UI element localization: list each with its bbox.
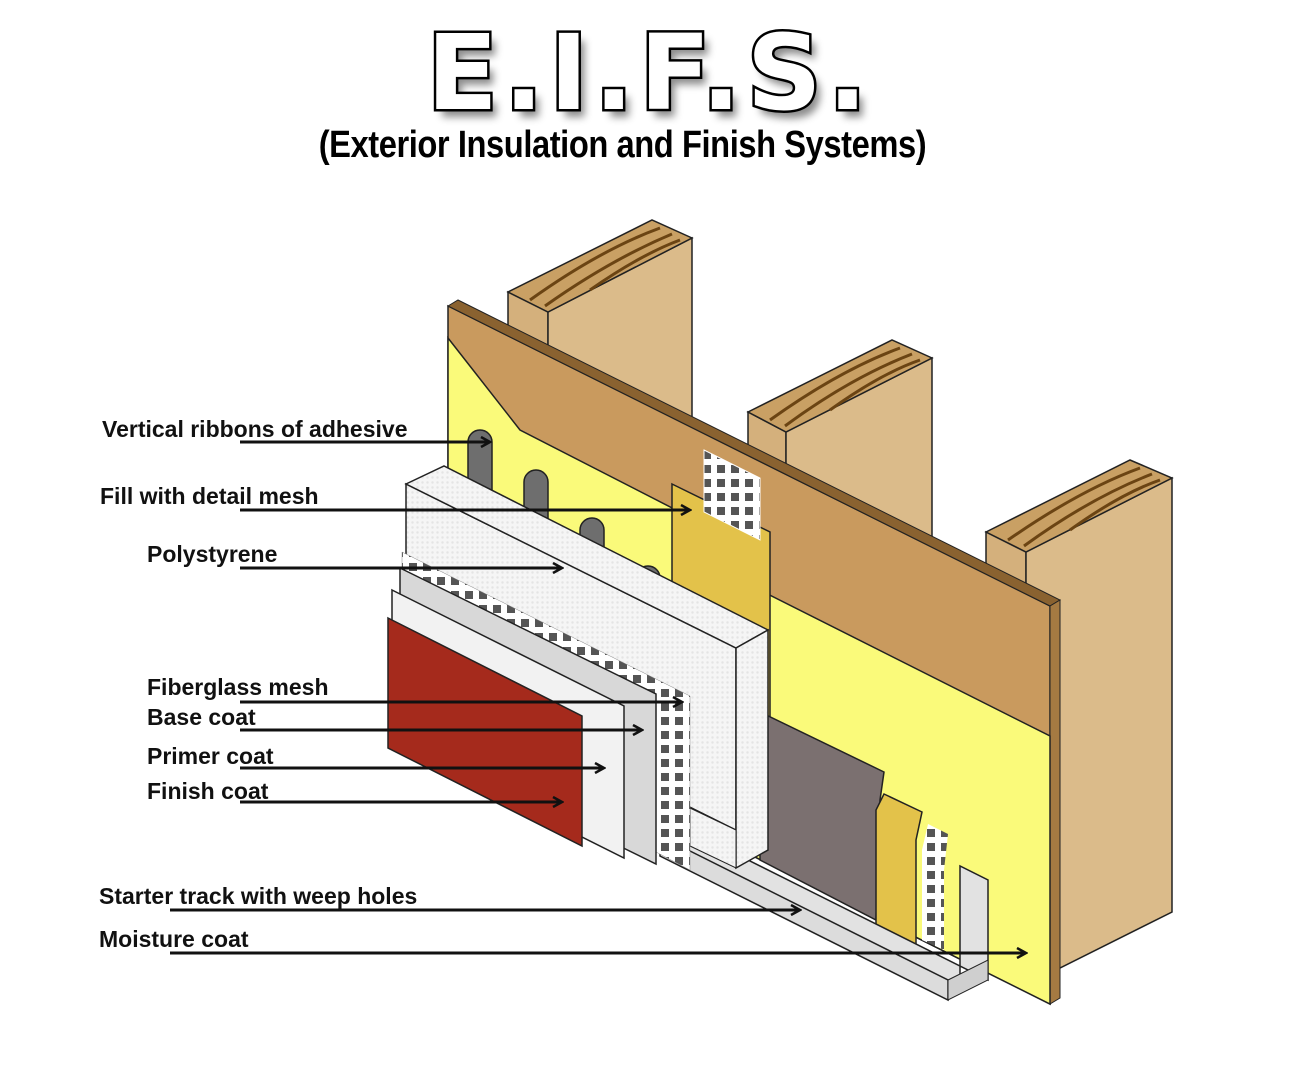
label-starter-track: Starter track with weep holes — [99, 883, 417, 909]
stud-2-end-grain — [746, 339, 934, 433]
callout-lines — [170, 442, 1026, 953]
stud-1-end-grain — [506, 219, 694, 313]
detail-mesh-strip-mesh — [922, 824, 948, 950]
label-finish-coat: Finish coat — [147, 778, 269, 804]
stud-3-end-grain — [984, 459, 1174, 553]
diagram-title: E.I.F.S. — [424, 12, 874, 134]
diagram-subtitle: (Exterior Insulation and Finish Systems) — [318, 124, 927, 166]
detail-mesh-strip — [875, 793, 923, 947]
label-moisture-coat: Moisture coat — [99, 926, 249, 952]
label-base-coat: Base coat — [147, 704, 256, 730]
label-polystyrene: Polystyrene — [147, 541, 277, 567]
label-vertical-ribbons: Vertical ribbons of adhesive — [102, 416, 408, 442]
callout-labels: Vertical ribbons of adhesive Fill with d… — [99, 416, 417, 952]
finish-coat-layer — [387, 616, 583, 848]
label-primer-coat: Primer coat — [147, 743, 274, 769]
label-detail-mesh: Fill with detail mesh — [100, 483, 319, 509]
label-fiberglass-mesh: Fiberglass mesh — [147, 674, 329, 700]
